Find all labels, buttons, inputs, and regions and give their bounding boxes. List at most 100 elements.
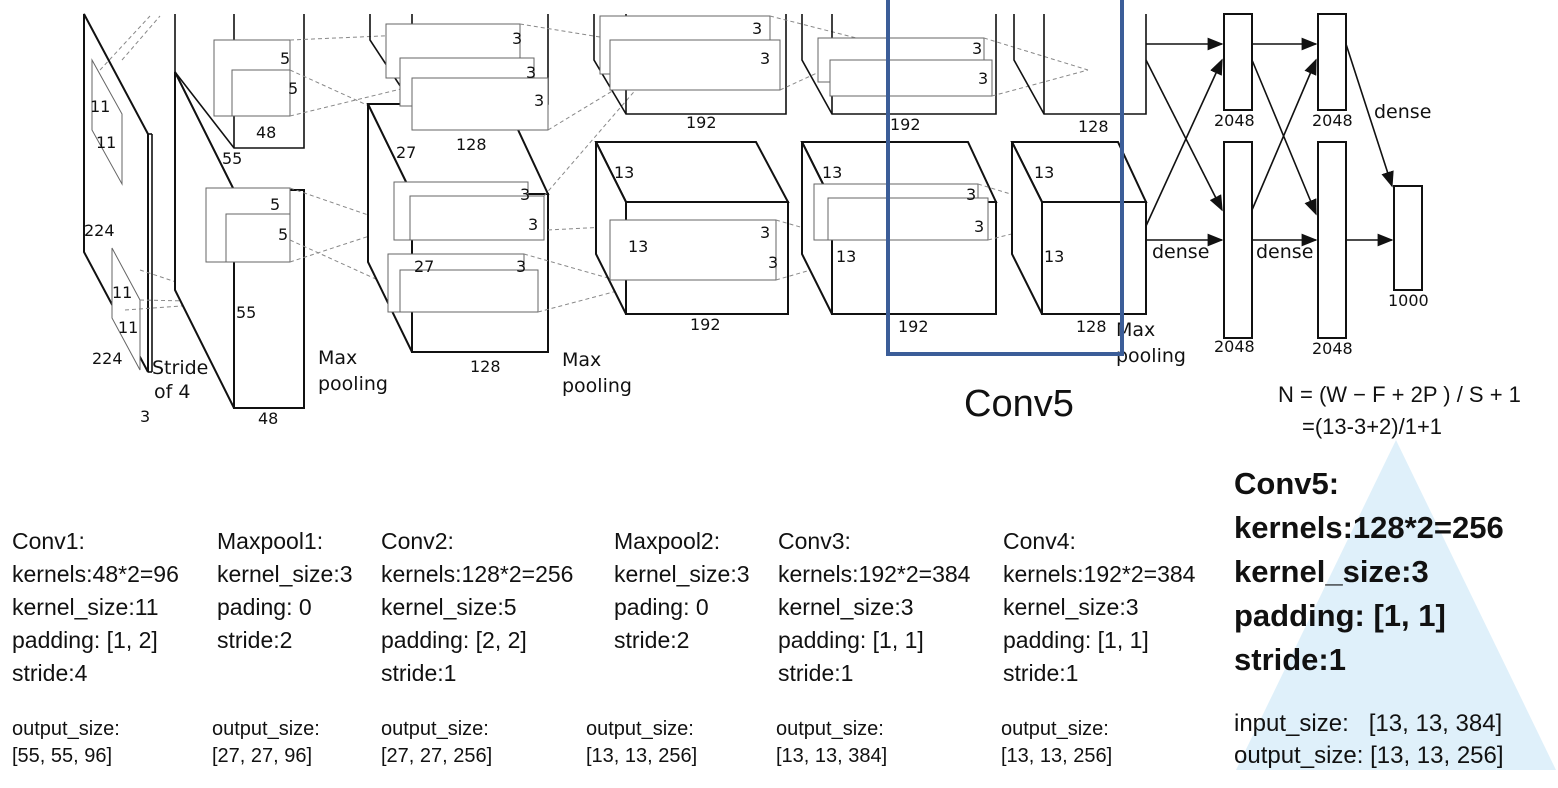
- maxpool2-stride: stride:2: [614, 627, 690, 653]
- conv1-name: Conv1:: [12, 528, 85, 554]
- conv3-output-value: [13, 13, 384]: [776, 745, 888, 767]
- conv5-size-bottom: 13: [1044, 247, 1064, 266]
- conv2-k6: 3: [516, 257, 526, 276]
- maxpool1-params: Maxpool1: kernel_size:3 pading: 0 stride…: [217, 525, 353, 657]
- conv4-depth-bottom: 192: [898, 317, 929, 336]
- conv5-output-row: output_size: [13, 13, 256]: [1234, 740, 1504, 772]
- conv1-k2: 5: [288, 79, 298, 98]
- conv2-k2: 3: [526, 63, 536, 82]
- conv3-layer: 3 3 192 13 3 3 13 192: [593, 14, 881, 334]
- maxpool2-padding: pading: 0: [614, 594, 709, 620]
- conv3-output: output_size: [13, 13, 384]: [776, 716, 887, 770]
- conv2-stride: stride:1: [381, 660, 457, 686]
- conv3-output-label: output_size:: [776, 718, 884, 740]
- stride-label-2: of 4: [154, 381, 190, 403]
- conv2-padding: padding: [2, 2]: [381, 627, 527, 653]
- dense-label-2: dense: [1256, 241, 1313, 263]
- conv5-kernel-size: kernel_size:3: [1234, 554, 1429, 589]
- conv5-depth-bottom: 128: [1076, 317, 1107, 336]
- stride-label-1: Stride: [152, 357, 208, 379]
- conv5-output-value: [13, 13, 256]: [1370, 742, 1504, 769]
- output-size-formula: N = (W − F + 2P ) / S + 1: [1278, 382, 1521, 407]
- maxpool2-output: output_size: [13, 13, 256]: [586, 716, 697, 770]
- maxpool2-label-1: Max: [562, 349, 601, 371]
- maxpool1-padding: pading: 0: [217, 594, 312, 620]
- conv1-output-value: [55, 55, 96]: [12, 745, 113, 767]
- maxpool1-label-2: pooling: [318, 373, 388, 395]
- dense-layers: 2048 2048 dense dense dense 1000 2048 20…: [1145, 13, 1431, 358]
- conv2-params: Conv2: kernels:128*2=256 kernel_size:5 p…: [381, 525, 573, 690]
- conv1-kernel-size: kernel_size:11: [12, 594, 159, 620]
- conv2-size-top: 27: [396, 143, 416, 162]
- conv1-size-top: 55: [222, 149, 242, 168]
- conv4-k1: 3: [972, 39, 982, 58]
- dense-label-3: dense: [1374, 101, 1431, 123]
- conv3-k1: 3: [752, 19, 762, 38]
- conv3-k4: 3: [768, 253, 778, 272]
- conv3-k2: 3: [760, 49, 770, 68]
- conv4-name: Conv4:: [1003, 528, 1076, 554]
- conv3-stride: stride:1: [778, 660, 854, 686]
- conv5-title: Conv5: [964, 383, 1074, 425]
- fc6-bottom-units: 2048: [1214, 337, 1255, 356]
- conv5-params: Conv5: kernels:128*2=256 kernel_size:3 p…: [1234, 462, 1504, 682]
- output-units: 1000: [1388, 291, 1429, 310]
- input-kernel-w: 11: [96, 133, 116, 152]
- conv1-k1: 5: [280, 49, 290, 68]
- conv3-depth-bottom: 192: [690, 315, 721, 334]
- conv1-k3: 5: [270, 195, 280, 214]
- conv2-name: Conv2:: [381, 528, 454, 554]
- maxpool1-output-value: [27, 27, 96]: [212, 745, 313, 767]
- conv2-depth-top: 128: [456, 135, 487, 154]
- maxpool2-name: Maxpool2:: [614, 528, 721, 554]
- conv2-output-label: output_size:: [381, 718, 489, 740]
- input-kernel2-w: 11: [118, 318, 138, 337]
- conv4-params: Conv4: kernels:192*2=384 kernel_size:3 p…: [1003, 525, 1195, 690]
- conv4-k3: 3: [966, 185, 976, 204]
- maxpool2-output-value: [13, 13, 256]: [586, 745, 698, 767]
- conv1-k4: 5: [278, 225, 288, 244]
- conv1-depth-bottom: 48: [258, 409, 278, 428]
- conv2-layer: 3 3 3 128 27 3 3 27 3 128 Max pooling: [366, 14, 741, 397]
- input-depth: 3: [140, 407, 150, 426]
- conv1-padding: padding: [1, 2]: [12, 627, 158, 653]
- input-kernel2-h: 11: [112, 283, 132, 302]
- conv5-depth-top: 128: [1078, 117, 1109, 136]
- conv3-padding: padding: [1, 1]: [778, 627, 924, 653]
- conv4-kernels: kernels:192*2=384: [1003, 561, 1196, 587]
- output-size-calculation: =(13-3+2)/1+1: [1302, 414, 1442, 439]
- maxpool1-kernel-size: kernel_size:3: [217, 561, 353, 587]
- fc7-top-units: 2048: [1312, 111, 1353, 130]
- input-width: 224: [92, 349, 123, 368]
- conv5-input-row: input_size: [13, 13, 384]: [1234, 708, 1504, 740]
- maxpool1-output: output_size: [27, 27, 96]: [212, 716, 320, 770]
- maxpool1-name: Maxpool1:: [217, 528, 324, 554]
- fc6-top-units: 2048: [1214, 111, 1255, 130]
- conv2-k4: 3: [520, 185, 530, 204]
- conv1-depth-top: 48: [256, 123, 276, 142]
- maxpool2-label-2: pooling: [562, 375, 632, 397]
- input-kernel-h: 11: [90, 97, 110, 116]
- conv3-kernel-size: kernel_size:3: [778, 594, 914, 620]
- conv2-depth-bottom: 128: [470, 357, 501, 376]
- conv1-stride: stride:4: [12, 660, 88, 686]
- conv4-size-bottom: 13: [836, 247, 856, 266]
- conv3-params: Conv3: kernels:192*2=384 kernel_size:3 p…: [778, 525, 970, 690]
- conv3-kernels: kernels:192*2=384: [778, 561, 971, 587]
- conv5-name: Conv5:: [1234, 466, 1340, 501]
- conv2-kernel-size: kernel_size:5: [381, 594, 517, 620]
- conv4-output: output_size: [13, 13, 256]: [1001, 716, 1112, 770]
- conv2-kernels: kernels:128*2=256: [381, 561, 574, 587]
- conv5-stride: stride:1: [1234, 642, 1346, 677]
- conv5-kernels: kernels:128*2=256: [1234, 510, 1504, 545]
- input-layer: 11 11 224 11 11 224 3 Stride of 4: [83, 13, 237, 426]
- conv5-padding: padding: [1, 1]: [1234, 598, 1446, 633]
- conv5-layer: 128 13 13 128 Max pooling: [1010, 14, 1186, 367]
- conv3-size-top: 13: [614, 163, 634, 182]
- conv4-output-value: [13, 13, 256]: [1001, 745, 1113, 767]
- conv4-k2: 3: [978, 69, 988, 88]
- conv3-depth-top: 192: [686, 113, 717, 132]
- maxpool2-kernel-size: kernel_size:3: [614, 561, 750, 587]
- dense-label-1: dense: [1152, 241, 1209, 263]
